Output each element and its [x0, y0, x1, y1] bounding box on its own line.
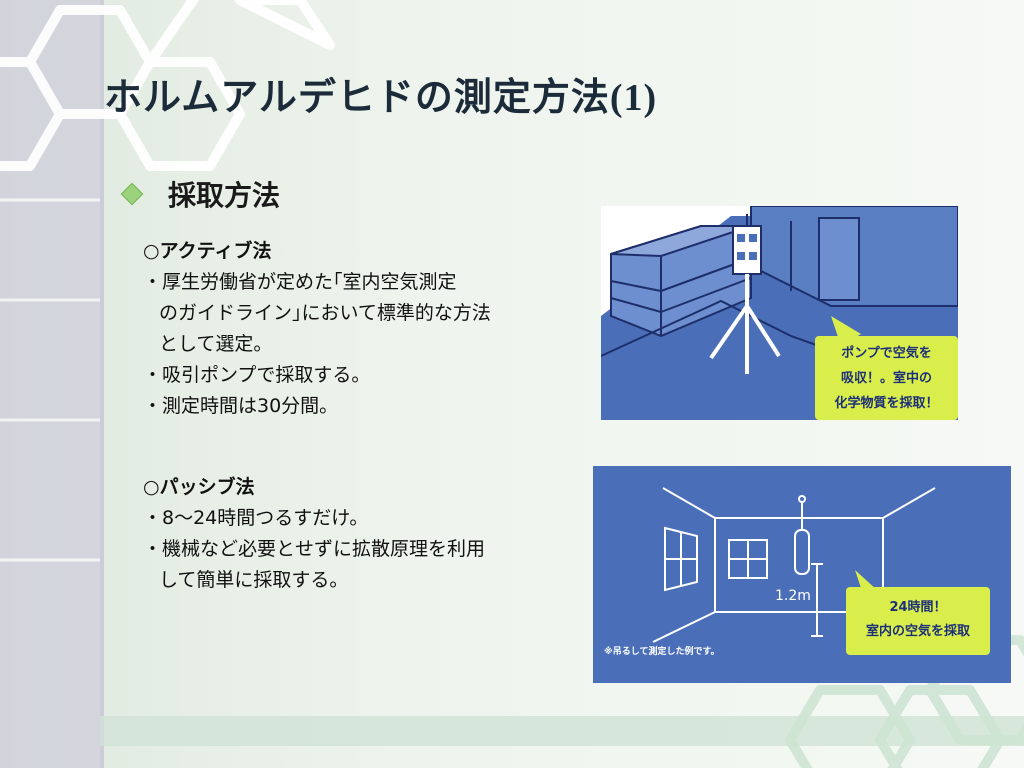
callout-line: 吸収！。室中の — [840, 371, 932, 386]
active-line: ・厚生労働省が定めた｢室内空気測定 — [143, 271, 457, 293]
sampler-callout: 24時間！ 室内の空気を採取 — [846, 587, 990, 655]
height-label: 1.2m — [775, 588, 811, 604]
active-line: ・測定時間は30分間。 — [143, 395, 339, 417]
passive-method-heading: ○パッシブ法 — [143, 476, 255, 498]
passive-line: して簡単に採取する。 — [159, 569, 349, 591]
illustration-note: ※吊るして測定した例です。 — [604, 647, 720, 657]
pump-callout: ポンプで空気を 吸収！。室中の 化学物質を採取！ — [815, 336, 958, 420]
passive-method-block: ○パッシブ法 ・8～24時間つるすだけ。 ・機械など必要とせずに拡散原理を利用 … — [143, 472, 583, 596]
active-line: ・吸引ポンプで採取する。 — [143, 364, 371, 386]
slide-title-number: (1) — [609, 77, 658, 119]
passive-line: ・8～24時間つるすだけ。 — [143, 507, 369, 529]
active-line: として選定。 — [159, 333, 273, 355]
active-line: のガイドライン｣において標準的な方法 — [159, 302, 491, 324]
callout-line: 化学物質を採取！ — [834, 396, 939, 411]
slide-title: ホルムアルデヒドの測定方法(1) — [104, 66, 657, 121]
callout-line: 24時間！ — [889, 600, 947, 615]
section-heading: 採取方法 — [168, 179, 281, 212]
callout-line: ポンプで空気を — [841, 346, 932, 361]
active-method-heading: ○アクティブ法 — [143, 240, 272, 262]
active-method-block: ○アクティブ法 ・厚生労働省が定めた｢室内空気測定 のガイドライン｣において標準… — [143, 236, 583, 422]
callout-line: 室内の空気を採取 — [865, 624, 970, 639]
passive-line: ・機械など必要とせずに拡散原理を利用 — [143, 538, 486, 560]
slide-title-text: ホルムアルデヒドの測定方法 — [104, 75, 610, 119]
